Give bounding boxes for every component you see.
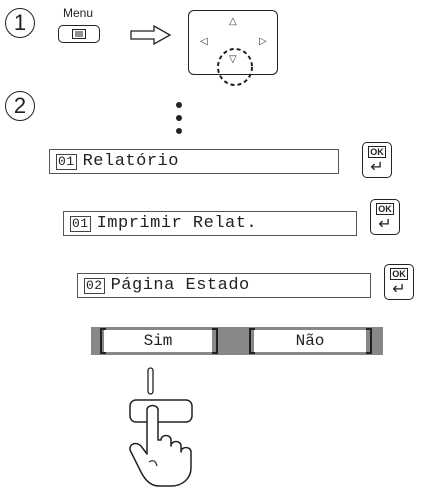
step-1-number: 1 [5, 8, 35, 38]
choice-no-label: Não [295, 332, 325, 350]
bracket-left [100, 328, 106, 354]
step-2-label: 2 [13, 93, 27, 118]
down-key-highlight [217, 48, 253, 86]
lcd-text: Imprimir Relat. [96, 214, 258, 233]
pressing-finger-icon [129, 367, 193, 487]
menu-key-label: Menu [63, 6, 94, 20]
ok-label: OK [368, 145, 386, 158]
right-triangle-icon[interactable]: ▷ [259, 36, 267, 47]
step-2-number: 2 [5, 91, 35, 121]
vertical-ellipsis-icon [176, 102, 182, 134]
menu-number-badge: 02 [84, 277, 105, 294]
enter-arrow-icon: ↵ [370, 156, 384, 176]
menu-number-badge: 01 [56, 153, 77, 170]
up-triangle-icon[interactable]: △ [229, 16, 237, 27]
step-1-label: 1 [13, 10, 27, 35]
ok-button-3[interactable]: OK ↵ [384, 264, 414, 300]
enter-arrow-icon: ↵ [378, 213, 392, 233]
menu-number-badge: 01 [70, 215, 91, 232]
lcd-text: Página Estado [110, 276, 250, 295]
ok-button-2[interactable]: OK ↵ [370, 199, 400, 235]
menu-button[interactable] [58, 25, 100, 43]
choice-yes[interactable]: Sim [104, 330, 212, 352]
lcd-screen-status-page: 02 Página Estado [77, 273, 371, 298]
lcd-screen-report: 01 Relatório [49, 149, 339, 174]
bracket-right [366, 328, 372, 354]
ok-label: OK [376, 202, 394, 215]
bracket-left [249, 328, 255, 354]
choice-no[interactable]: Não [254, 330, 366, 352]
lcd-text: Relatório [82, 152, 179, 171]
left-triangle-icon[interactable]: ◁ [200, 36, 208, 47]
lcd-screen-print-report: 01 Imprimir Relat. [63, 211, 357, 236]
choice-yes-label: Sim [143, 332, 173, 350]
bracket-right [212, 328, 218, 354]
navigation-pad: △ ◁ ▷ ▽ [188, 10, 278, 75]
enter-arrow-icon: ↵ [392, 278, 406, 298]
ok-label: OK [390, 267, 408, 280]
selection-bar: Sim Não [91, 327, 383, 355]
hollow-right-arrow-icon [130, 25, 172, 45]
menu-list-icon [72, 29, 86, 39]
down-triangle-icon[interactable]: ▽ [229, 54, 237, 65]
ok-button-1[interactable]: OK ↵ [362, 142, 392, 178]
